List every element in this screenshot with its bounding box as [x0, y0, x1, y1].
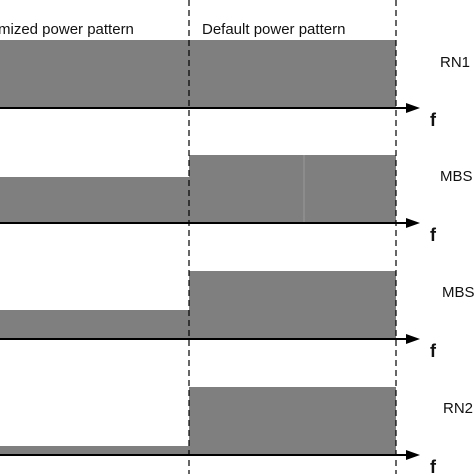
row-1-axis-arrowhead: [406, 103, 420, 113]
row-3-node-label: MBS: [442, 284, 474, 301]
row-4-axis-arrowhead: [406, 450, 420, 460]
row-3-axis-label: f: [430, 341, 437, 361]
row-2-axis-arrowhead: [406, 218, 420, 228]
row-2: f MBS: [0, 155, 473, 245]
row-1-node-label: RN1: [440, 54, 470, 71]
row-4-default-block: [189, 387, 396, 455]
row-1: f RN1: [0, 40, 470, 130]
row-3-axis-arrowhead: [406, 334, 420, 344]
row-2-default-block: [189, 155, 396, 223]
row-2-node-label: MBS: [440, 168, 473, 185]
row-1-axis-label: f: [430, 110, 437, 130]
row-2-axis-label: f: [430, 225, 437, 245]
row-3: f MBS: [0, 271, 474, 361]
row-1-optimized-block: [0, 40, 189, 108]
row-3-default-block: [189, 271, 396, 339]
optimized-pattern-header: mized power pattern: [0, 21, 134, 38]
row-4-optimized-block: [0, 446, 189, 455]
row-1-default-block: [189, 40, 396, 108]
row-3-optimized-block: [0, 310, 189, 339]
row-4-axis-label: f: [430, 457, 437, 474]
default-pattern-header: Default power pattern: [202, 21, 345, 38]
row-2-optimized-block: [0, 177, 189, 223]
row-4-node-label: RN2: [443, 400, 473, 417]
